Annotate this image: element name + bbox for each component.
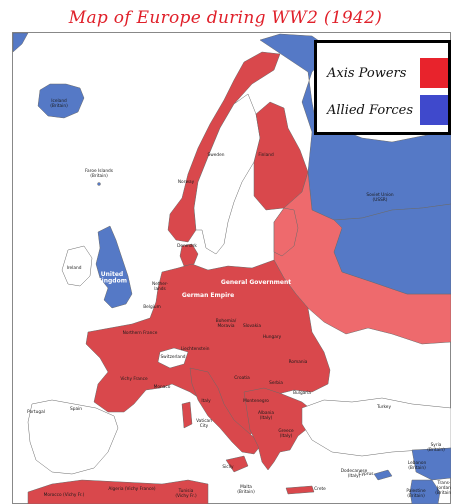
label-norway: Norway: [178, 179, 195, 185]
map-title: Map of Europe during WW2 (1942): [68, 8, 383, 28]
label-monaco: Monaco: [154, 384, 171, 390]
palestine-shape: [409, 479, 441, 504]
label-turkey: Turkey: [376, 404, 391, 410]
label-bulgaria: Bulgaria: [293, 390, 311, 396]
label-faroe: Faroe Islands(Britain): [85, 168, 114, 179]
ireland-shape: [61, 245, 93, 287]
denmark-shape: [179, 243, 199, 267]
label-albania: Albania(Italy): [258, 410, 274, 421]
legend: Axis Powers Allied Forces: [314, 40, 451, 135]
label-liechtenstein: Liechtenstein: [181, 346, 210, 352]
label-soviet: Soviet Union(USSR): [366, 192, 393, 203]
label-general_government: General Government: [221, 279, 291, 286]
legend-allied-label: Allied Forces: [327, 102, 414, 118]
label-italy: Italy: [201, 398, 211, 404]
label-belgium: Belgium: [143, 304, 161, 310]
greenland-shape: [12, 32, 29, 53]
label-finland: Finland: [258, 152, 274, 158]
label-switzerland: Switzerland: [160, 354, 185, 360]
label-netherlands: Nether-lands: [152, 281, 168, 292]
north-africa-shape: [27, 479, 209, 504]
label-iceland: Iceland(Britain): [50, 98, 68, 109]
label-greece: Greece(Italy): [278, 428, 294, 439]
label-sicily: Sicily: [222, 464, 234, 470]
label-dodecanese: Dodecanese(Italy): [341, 468, 368, 479]
label-malta: Malta(Britain): [237, 484, 255, 495]
sicily-shape: [225, 455, 249, 473]
label-croatia: Croatia: [234, 375, 250, 381]
label-slovakia: Slovakia: [243, 323, 261, 329]
iberia-shape: [27, 399, 119, 475]
label-ireland: Ireland: [67, 265, 82, 271]
label-algeria: Algeria (Vichy France): [108, 486, 155, 492]
legend-axis-swatch: [420, 58, 448, 88]
baltic-states-shape: [273, 207, 299, 257]
italy-shape: [189, 367, 263, 455]
label-romania: Romania: [289, 359, 308, 365]
label-german_empire: German Empire: [182, 292, 234, 299]
label-denmark: Denmark: [177, 243, 197, 249]
cyprus-shape: [373, 469, 393, 481]
label-vichy_france: Vichy France: [120, 376, 148, 382]
crete-shape: [285, 485, 315, 495]
label-transjordan: Trans-Jordan(Britain): [435, 480, 451, 496]
faroe-islands-shape: [97, 182, 101, 186]
label-serbia: Serbia: [269, 380, 283, 386]
label-lebanon: Lebanon(Britain): [408, 460, 427, 471]
legend-row-allied: Allied Forces: [327, 95, 448, 125]
label-crete: Crete: [314, 486, 326, 492]
legend-row-axis: Axis Powers: [327, 58, 448, 88]
label-syria: Syria(Britain): [427, 442, 445, 453]
label-sweden: Sweden: [208, 152, 225, 158]
syria-shape: [411, 447, 451, 481]
label-bohemia: Bohemia/Moravia: [216, 318, 237, 329]
label-montenegro: Montenegro: [243, 398, 269, 404]
label-hungary: Hungary: [263, 334, 282, 340]
label-northern_france: Northern France: [123, 330, 158, 336]
label-portugal: Portugal: [27, 409, 45, 415]
legend-allied-swatch: [420, 95, 448, 125]
label-tunisia: Tunisia(Vichy Fr.): [175, 488, 197, 499]
iceland-shape: [37, 83, 85, 119]
label-palestine: Palestine(Britain): [406, 488, 426, 499]
label-spain: Spain: [70, 406, 82, 412]
uk-shape: [95, 225, 133, 309]
legend-axis-label: Axis Powers: [327, 65, 407, 81]
soviet-east-shape: [333, 203, 451, 295]
sardinia-shape: [181, 401, 193, 429]
switzerland-shape: [157, 347, 189, 369]
label-morocco: Morocco (Vichy Fr.): [44, 492, 85, 498]
country-labels: Iceland(Britain) Faroe Islands(Britain) Sw…: [27, 98, 451, 499]
balkans-shape: [243, 387, 313, 471]
label-cyprus: Cyprus: [359, 471, 375, 477]
